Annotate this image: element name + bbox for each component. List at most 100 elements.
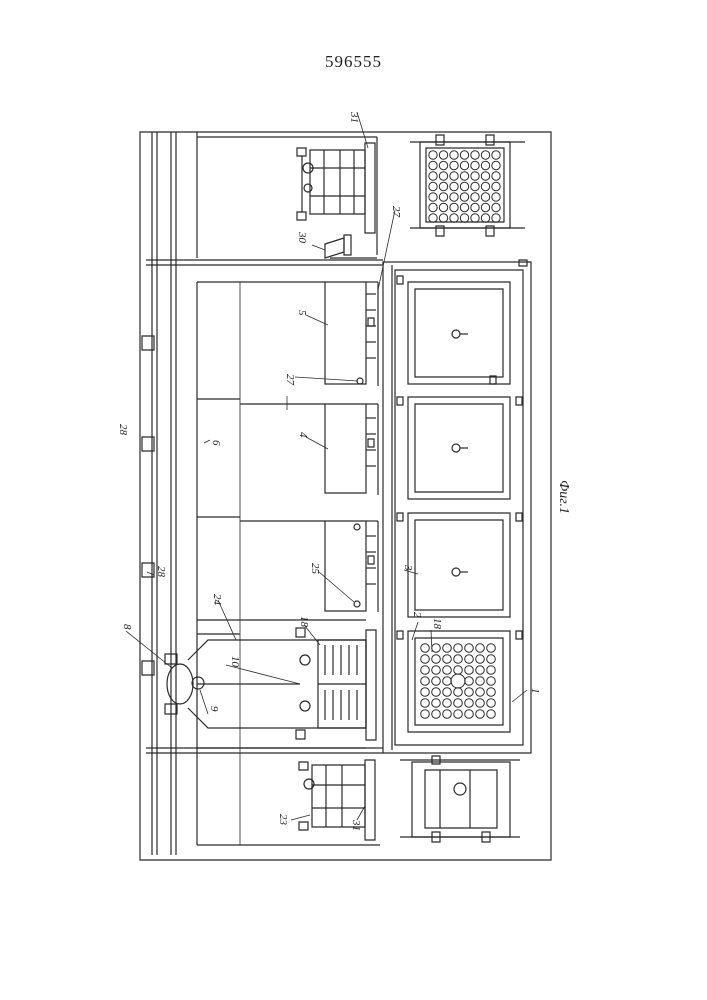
workpiece-circle	[460, 182, 468, 190]
workpiece-circle	[439, 151, 447, 159]
label-10: 10	[229, 656, 241, 668]
figure-caption: Фиг.1	[556, 480, 571, 514]
workpiece-circle	[460, 151, 468, 159]
workpiece-circle	[471, 193, 479, 201]
workpiece-circle	[492, 151, 500, 159]
workpiece-circle	[432, 699, 441, 708]
workpiece-circle	[465, 688, 474, 697]
workpiece-circle	[439, 214, 447, 222]
workpiece-circle	[439, 172, 447, 180]
workpiece-circle	[421, 688, 430, 697]
label-9: 9	[208, 706, 220, 712]
workpiece-circle	[465, 699, 474, 708]
workpiece-circle	[439, 161, 447, 169]
workpiece-circle	[476, 677, 485, 686]
workpiece-circle	[450, 193, 458, 201]
workpiece-circle	[443, 655, 452, 664]
workpiece-circle	[481, 161, 489, 169]
workpiece-circle	[465, 644, 474, 653]
workpiece-circle	[492, 182, 500, 190]
workpiece-circle	[429, 214, 437, 222]
workpiece-circle	[432, 677, 441, 686]
workpiece-circle	[476, 655, 485, 664]
label-28-top: 28	[117, 424, 129, 436]
workpiece-circle	[476, 699, 485, 708]
workpiece-circle	[450, 203, 458, 211]
workpiece-circle	[460, 214, 468, 222]
workpiece-circle	[432, 710, 441, 719]
workpiece-circle	[487, 699, 496, 708]
label-5: 5	[296, 310, 308, 316]
drive-unit-bottom-right	[400, 756, 520, 842]
label-28-bottom: 28	[155, 566, 167, 578]
workpiece-circle	[471, 172, 479, 180]
workpiece-circle	[476, 688, 485, 697]
cell-upper	[408, 282, 510, 384]
workpiece-circle	[421, 666, 430, 675]
workpiece-circle	[460, 193, 468, 201]
label-2: 2	[411, 612, 423, 618]
basket-workpieces	[429, 151, 500, 222]
conveyor-tabs	[397, 260, 527, 639]
workpiece-circle	[421, 655, 430, 664]
workpiece-circle	[454, 688, 463, 697]
workpiece-circle	[450, 182, 458, 190]
workpiece-circle	[481, 203, 489, 211]
label-25: 25	[309, 563, 321, 575]
workpiece-circle	[460, 161, 468, 169]
bath-4	[325, 404, 378, 495]
workpiece-circle	[450, 214, 458, 222]
workpiece-circle	[443, 699, 452, 708]
workpiece-circle	[432, 644, 441, 653]
workpiece-circle	[492, 203, 500, 211]
workpiece-circle	[487, 677, 496, 686]
column-dividers	[197, 282, 380, 845]
center-hub	[451, 674, 465, 688]
workpiece-circle	[450, 161, 458, 169]
workpiece-circle	[454, 666, 463, 675]
workpiece-circle	[443, 710, 452, 719]
workpiece-circle	[471, 214, 479, 222]
cell-2-workpieces	[421, 644, 496, 719]
workpiece-circle	[439, 193, 447, 201]
workpiece-circle	[429, 182, 437, 190]
workpiece-circle	[492, 172, 500, 180]
workpiece-circle	[421, 677, 430, 686]
label-1: 1	[529, 688, 541, 694]
workpiece-circle	[465, 677, 474, 686]
cell-middle	[408, 397, 510, 499]
workpiece-circle	[476, 644, 485, 653]
workpiece-circle	[454, 710, 463, 719]
workpiece-circle	[443, 644, 452, 653]
workpiece-circle	[465, 655, 474, 664]
workpiece-circle	[471, 161, 479, 169]
label-8: 8	[121, 624, 133, 630]
label-27-top: 27	[390, 206, 402, 218]
workpiece-circle	[443, 688, 452, 697]
workpiece-circle	[487, 666, 496, 675]
outer-frame	[140, 132, 551, 860]
workpiece-circle	[432, 655, 441, 664]
workpiece-circle	[481, 182, 489, 190]
workpiece-circle	[460, 172, 468, 180]
workpiece-circle	[454, 644, 463, 653]
workpiece-circle	[432, 688, 441, 697]
loading-station-top	[297, 143, 375, 233]
label-18-right: 18	[431, 618, 443, 630]
workpiece-circle	[443, 677, 452, 686]
workpiece-circle	[476, 710, 485, 719]
leader-lines	[126, 112, 527, 820]
workpiece-circle	[492, 161, 500, 169]
workpiece-circle	[471, 182, 479, 190]
workpiece-circle	[429, 193, 437, 201]
workpiece-circle	[429, 203, 437, 211]
workpiece-circle	[487, 710, 496, 719]
label-27-mid: 27	[284, 374, 296, 386]
workpiece-circle	[492, 214, 500, 222]
bath-3	[325, 521, 378, 612]
workpiece-circle	[429, 161, 437, 169]
workpiece-circle	[432, 666, 441, 675]
workpiece-circle	[481, 214, 489, 222]
workpiece-circle	[439, 203, 447, 211]
